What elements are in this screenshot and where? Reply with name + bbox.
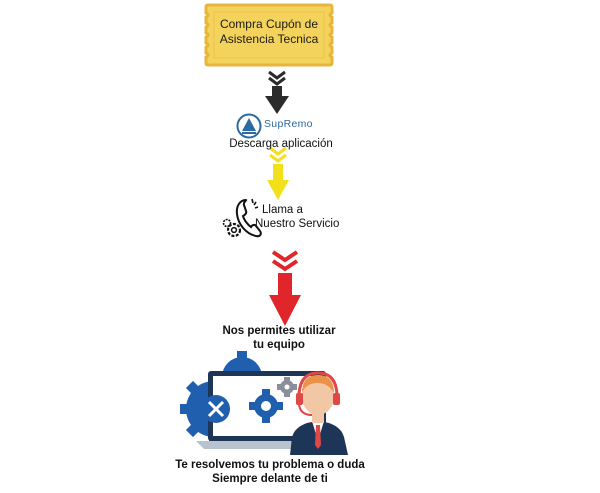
arrow-down-yellow (267, 146, 289, 200)
coupon-label-line1: Compra Cupón de (219, 17, 319, 31)
supremo-logo: SupRemo (236, 113, 336, 139)
resolve-label-line2: Siempre delante de ti (212, 473, 328, 485)
resolve-label: Te resolvemos tu problema o duda Siempre… (160, 458, 380, 486)
permit-label: Nos permites utilizar tu equipo (196, 324, 362, 352)
phone-gear-icon (222, 198, 262, 238)
call-label-line2: Nuestro Servicio (255, 218, 340, 230)
arrow-down-red (269, 250, 301, 326)
call-label: Llama a Nuestro Servicio (255, 203, 341, 231)
arrow-down-black (265, 70, 289, 114)
permit-label-line2: tu equipo (253, 339, 305, 351)
coupon-label-line2: Asistencia Tecnica (219, 32, 319, 46)
supremo-logo-text: SupRemo (264, 118, 313, 130)
call-label-line1: Llama a (262, 204, 303, 216)
ticket-icon (204, 3, 334, 67)
support-agent-illustration (180, 351, 348, 455)
resolve-label-line1: Te resolvemos tu problema o duda (175, 459, 365, 471)
supremo-logo-icon (236, 113, 262, 139)
coupon-ticket: Compra Cupón de Asistencia Tecnica (202, 3, 336, 67)
download-label: Descarga aplicación (229, 138, 333, 150)
coupon-label: Compra Cupón de Asistencia Tecnica (202, 17, 336, 47)
permit-label-line1: Nos permites utilizar (222, 325, 336, 337)
